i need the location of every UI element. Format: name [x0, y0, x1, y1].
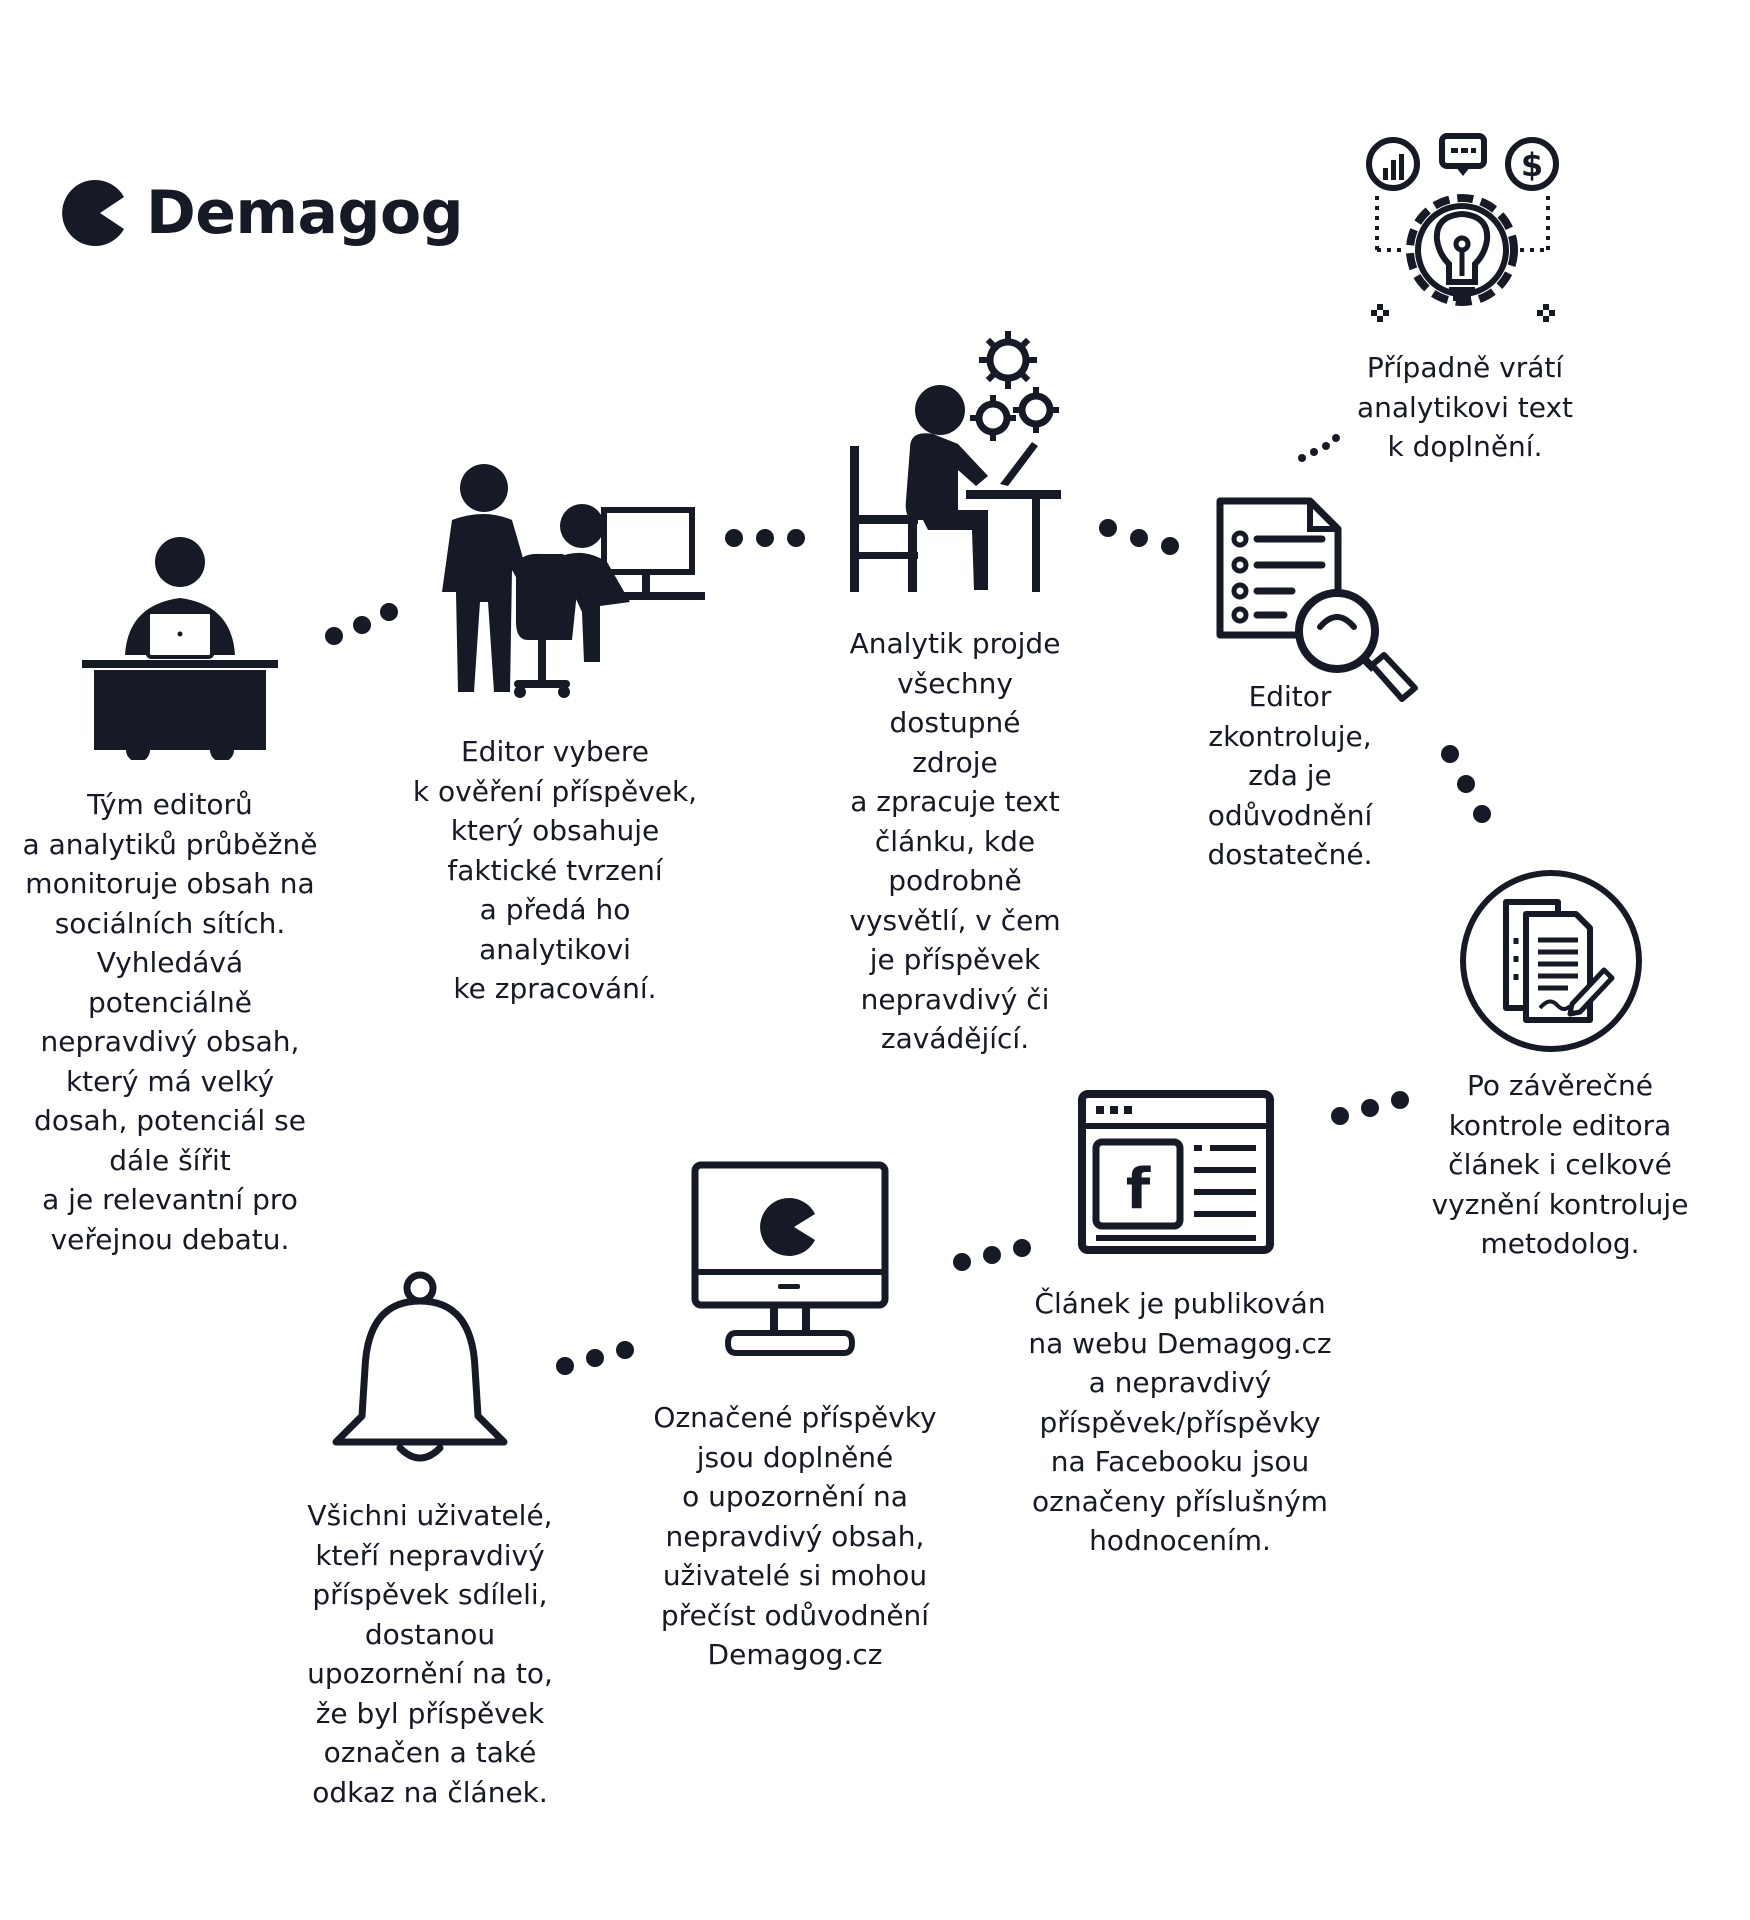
connector-dots-6-7 [1331, 1091, 1409, 1125]
step-text-selection: Editor vybere k ověření příspěvek, který… [412, 735, 698, 1005]
step-text-return: Případně vrátí analytikovi text k doplně… [1356, 351, 1574, 463]
document-magnifier-icon [1216, 497, 1418, 702]
step-text-analysis: Analytik projde všechny dostupné zdroje … [849, 627, 1061, 1055]
browser-facebook-icon: f [1078, 1090, 1274, 1254]
demagog-logo: Demagog [62, 178, 464, 248]
connector-dots-2-3 [725, 529, 805, 547]
bell-icon [332, 1271, 508, 1462]
gear-lightbulb-icon: $ [1366, 133, 1559, 322]
connector-dots-4-5 [1298, 434, 1340, 462]
step-text-warning: Označené příspěvky jsou doplněné o upozo… [653, 1401, 937, 1671]
editor-and-analyst-at-computer-icon [442, 464, 705, 698]
connector-dots-3-4 [1099, 519, 1179, 555]
svg-text:f: f [1126, 1157, 1151, 1222]
connector-dots-8-9 [556, 1341, 634, 1375]
connector-dots-7-8 [953, 1239, 1031, 1271]
monitor-demagog-logo-icon [691, 1161, 889, 1356]
demagog-mark-icon [62, 180, 124, 246]
step-text-monitoring: Tým editorů a analytiků průběžně monitor… [22, 788, 318, 1256]
step-text-final-check: Po závěrečné kontrole editora článek i c… [1431, 1069, 1689, 1260]
documents-pen-circle-icon [1460, 870, 1642, 1052]
svg-text:$: $ [1521, 146, 1543, 184]
person-at-laptop-desk-icon [82, 537, 278, 760]
step-text-review: Editor zkontroluje, zda je odůvodnění do… [1207, 680, 1373, 871]
analyst-thinking-gears-icon [850, 331, 1061, 592]
connector-dots-1-2 [325, 603, 398, 645]
connector-dots-4-6 [1441, 745, 1491, 823]
brand-name: Demagog [146, 178, 464, 248]
step-text-publish: Článek je publikován na webu Demagog.cz … [1028, 1287, 1332, 1557]
step-text-notification: Všichni uživatelé, kteří nepravdivý přís… [307, 1499, 553, 1809]
